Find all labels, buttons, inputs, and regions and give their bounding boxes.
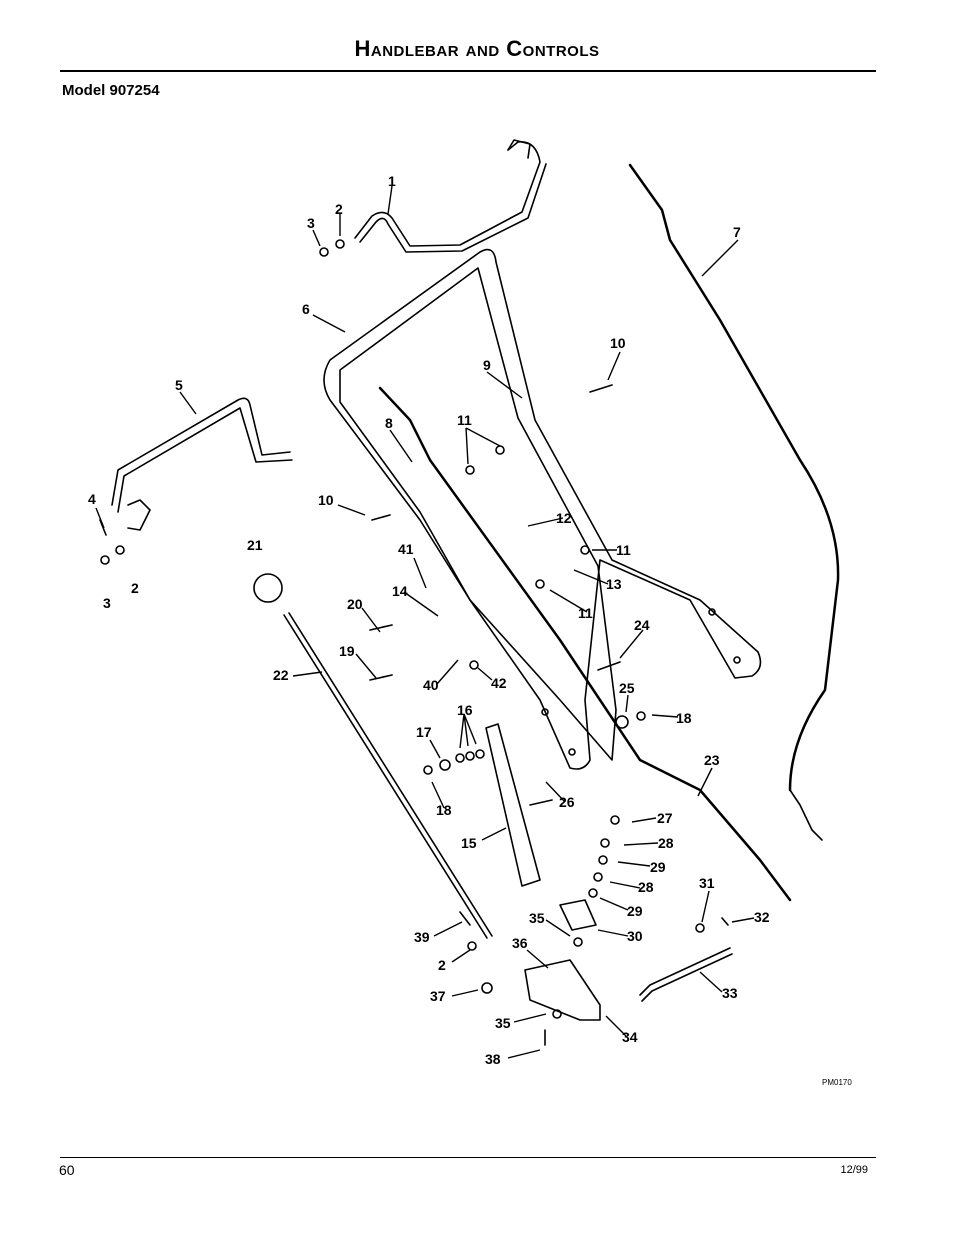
handlebar-part <box>323 248 762 770</box>
footer-rule <box>60 1157 876 1158</box>
callout-41: 41 <box>398 541 414 557</box>
page-title: Handlebar and Controls <box>354 36 600 61</box>
callout-27: 27 <box>657 810 673 826</box>
callout-33: 33 <box>722 985 738 1001</box>
lower-bail-part <box>111 397 291 506</box>
callout-16: 16 <box>457 702 473 718</box>
callout-24: 24 <box>634 617 650 633</box>
callout-13: 13 <box>606 576 622 592</box>
callout-18: 18 <box>676 710 692 726</box>
callout-8: 8 <box>385 415 393 431</box>
callout-7: 7 <box>733 224 741 240</box>
callout-42: 42 <box>491 675 507 691</box>
callout-25: 25 <box>619 680 635 696</box>
callout-2: 2 <box>335 201 343 217</box>
callout-35: 35 <box>495 1015 511 1031</box>
cable-23 <box>378 386 792 902</box>
callout-9: 9 <box>483 357 491 373</box>
callout-29: 29 <box>650 859 666 875</box>
callout-11: 11 <box>616 542 631 558</box>
callout-3: 3 <box>307 215 315 231</box>
callout-29: 29 <box>627 903 643 919</box>
callout-23: 23 <box>704 752 720 768</box>
callout-17: 17 <box>416 724 432 740</box>
figure-code: PM0170 <box>822 1078 852 1087</box>
callout-10: 10 <box>610 335 626 351</box>
callout-2: 2 <box>131 580 139 596</box>
bracket-part <box>524 959 601 1021</box>
cable-7 <box>628 163 840 792</box>
callout-15: 15 <box>461 835 477 851</box>
callout-11: 11 <box>457 412 472 428</box>
callout-11: 11 <box>578 605 593 621</box>
callout-36: 36 <box>512 935 528 951</box>
callout-28: 28 <box>658 835 674 851</box>
callout-21: 21 <box>247 537 263 553</box>
page-number: 60 <box>59 1162 75 1178</box>
rod-33 <box>639 947 731 996</box>
callout-35: 35 <box>529 910 545 926</box>
callout-6: 6 <box>302 301 310 317</box>
callout-4: 4 <box>88 491 96 507</box>
callout-37: 37 <box>430 988 446 1004</box>
callout-30: 30 <box>627 928 643 944</box>
callout-39: 39 <box>414 929 430 945</box>
callout-10: 10 <box>318 492 334 508</box>
callout-22: 22 <box>273 667 289 683</box>
revision-date: 12/99 <box>840 1164 868 1176</box>
callout-28: 28 <box>638 879 654 895</box>
callout-5: 5 <box>175 377 183 393</box>
callout-40: 40 <box>423 677 439 693</box>
callout-31: 31 <box>699 875 715 891</box>
callout-19: 19 <box>339 643 355 659</box>
model-heading: Model 907254 <box>62 82 160 99</box>
linkage-part <box>485 723 541 887</box>
callout-18: 18 <box>436 802 452 818</box>
callout-3: 3 <box>103 595 111 611</box>
rod-part <box>283 614 488 939</box>
callout-26: 26 <box>559 794 575 810</box>
callout-20: 20 <box>347 596 363 612</box>
callout-1: 1 <box>388 173 396 189</box>
callout-14: 14 <box>392 583 408 599</box>
callout-38: 38 <box>485 1051 501 1067</box>
callout-34: 34 <box>622 1029 638 1045</box>
title-rule <box>60 70 876 72</box>
control-bar-part <box>354 141 541 247</box>
callout-32: 32 <box>754 909 770 925</box>
callout-2: 2 <box>438 957 446 973</box>
callout-12: 12 <box>556 510 572 526</box>
